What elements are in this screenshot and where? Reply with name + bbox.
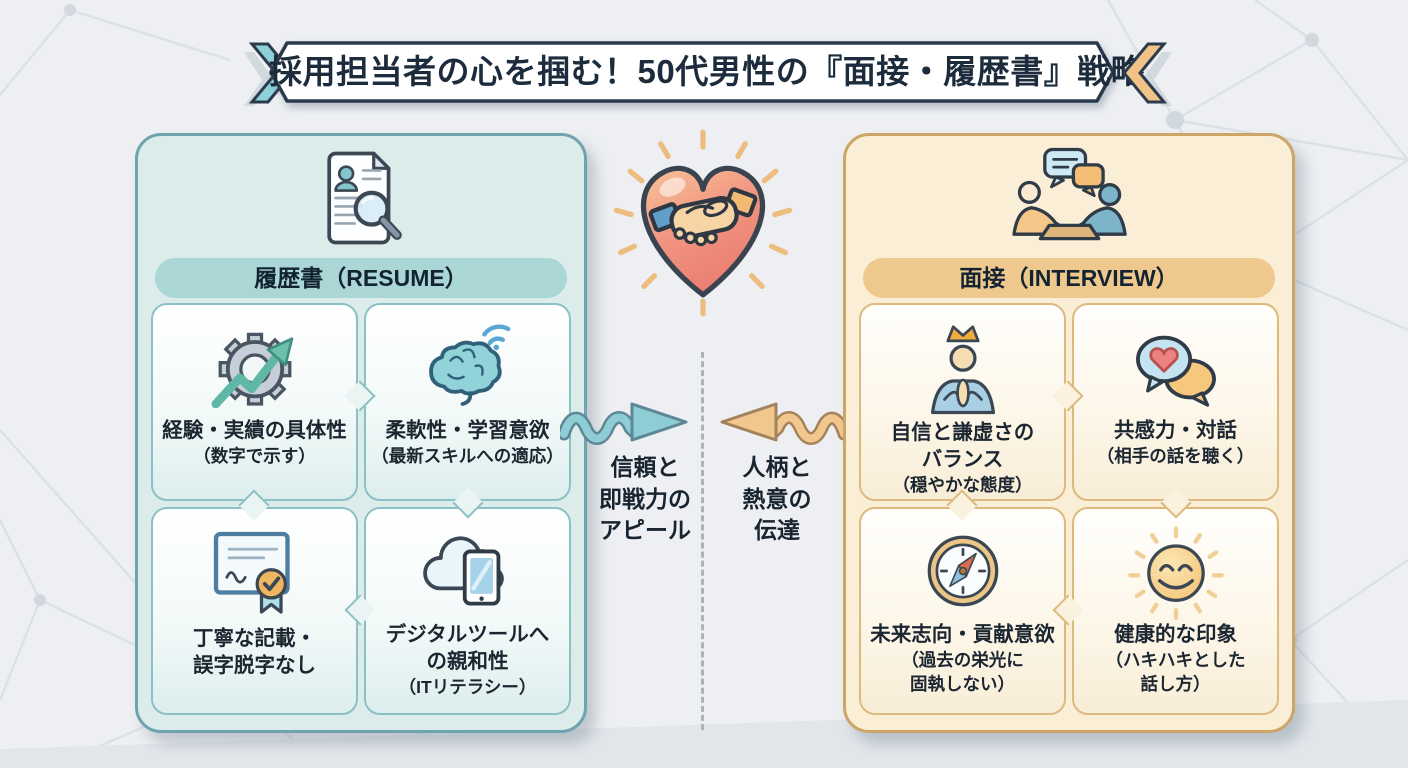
card-title: デジタルツールへ [385, 623, 550, 646]
banner-ribbon [269, 41, 1115, 103]
title-banner: 採用担当者の心を掴む！50代男性の『面接・履歴書』戦略 [228, 36, 1188, 110]
certificate-check-icon [213, 531, 290, 614]
card-subtitle: （ITリテラシー） [398, 677, 537, 698]
card-subtitle: （数字で示す） [193, 446, 316, 467]
smiley-sun-icon [1127, 526, 1224, 620]
card-title: 柔軟性・学習意欲 [385, 419, 550, 442]
card-digital-tools: デジタルツールへ の親和性 （ITリテラシー） [364, 507, 571, 715]
card-healthy-impression: 健康的な印象 （ハキハキとした 話し方） [1072, 507, 1279, 715]
card-title: 経験・実績の具体性 [162, 419, 347, 442]
card-title: 未来志向・貢献意欲 [870, 623, 1055, 646]
double-chevron-left-icon [1122, 42, 1172, 106]
heart-handshake-icon [613, 129, 793, 317]
wavy-arrow-left-icon [720, 402, 848, 445]
resume-doc-icon [327, 151, 402, 245]
resume-panel-header: 履歴書（RESUME） [155, 258, 567, 298]
card-subtitle-line2: 話し方） [1140, 673, 1211, 694]
interview-people-icon [1012, 147, 1127, 241]
dashed-divider [701, 352, 704, 730]
card-title-line2: バランス [921, 448, 1004, 472]
card-empathy-dialogue: 共感力・対話 （相手の話を聴く） [1072, 303, 1279, 501]
card-confidence-humility: 自信と謙虚さの バランス （穏やかな態度） [859, 303, 1066, 501]
card-subtitle: （ハキハキとした [1105, 650, 1246, 671]
card-title-line2: の親和性 [426, 650, 509, 674]
card-title: 自信と謙虚さの [890, 421, 1035, 444]
page-title: 採用担当者の心を掴む！50代男性の『面接・履歴書』戦略 [269, 53, 1145, 90]
person-crown-icon [930, 325, 995, 415]
card-flexibility: 柔軟性・学習意欲 （最新スキルへの適応） [364, 303, 571, 501]
chat-heart-icon [1135, 335, 1216, 407]
card-title-line2: 誤字脱字なし [193, 654, 316, 678]
card-future-oriented: 未来志向・貢献意欲 （過去の栄光に 固執しない） [859, 507, 1066, 715]
heart-handshake [612, 128, 794, 323]
card-subtitle: （穏やかな態度） [892, 475, 1033, 496]
card-careful-writing: 丁寧な記載・ 誤字脱字なし [151, 507, 358, 715]
card-title: 丁寧な記載・ [193, 627, 316, 650]
cloud-tablet-icon [422, 536, 504, 606]
card-subtitle: （過去の栄光に [901, 650, 1024, 671]
resume-cards: 経験・実績の具体性 （数字で示す） 柔軟性・学習意欲 [151, 303, 571, 715]
caption-personality: 人柄と 熱意の 伝達 [742, 454, 812, 544]
card-subtitle: （最新スキルへの適応） [371, 446, 564, 467]
card-title: 健康的な印象 [1114, 623, 1237, 646]
wavy-arrow-right-icon [560, 402, 688, 445]
interview-cards: 自信と謙虚さの バランス （穏やかな態度） 共感力・対話 （相手の話を聴く） [859, 303, 1279, 715]
compass-icon [927, 535, 998, 607]
card-title: 共感力・対話 [1114, 419, 1237, 442]
card-subtitle: （相手の話を聴く） [1096, 446, 1255, 467]
caption-trust: 信頼と 即戦力の アピール [599, 454, 691, 544]
gear-growth-icon [211, 332, 293, 409]
brain-wifi-icon [428, 324, 510, 406]
card-experience: 経験・実績の具体性 （数字で示す） [151, 303, 358, 501]
interview-panel: 面接（INTERVIEW） 自信と謙虚さの バランス （穏やかな態度） [843, 133, 1295, 733]
interview-panel-header: 面接（INTERVIEW） [863, 258, 1275, 298]
resume-panel: 履歴書（RESUME） [135, 133, 587, 733]
card-subtitle-line2: 固執しない） [910, 673, 1015, 694]
